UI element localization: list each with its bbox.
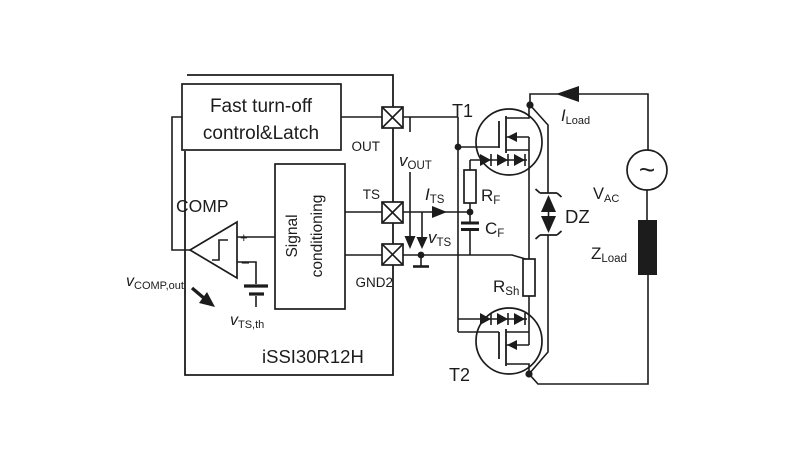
junction-t2-drain	[525, 370, 533, 378]
signal-conditioning-line1: Signal	[284, 214, 301, 257]
bottom-return-wire	[528, 275, 649, 385]
vts-th-label: vTS,th	[230, 312, 264, 331]
vcomp-annotation-arrow-head	[199, 292, 215, 307]
fast-turnoff-line1: Fast turn-off	[210, 96, 313, 117]
junction-t1-drain	[526, 101, 534, 109]
dz-branch-bottom	[528, 235, 549, 375]
rf-resistor	[463, 169, 477, 204]
fast-turnoff-line2: control&Latch	[203, 123, 319, 144]
comparator-triangle	[188, 220, 238, 280]
fast-turnoff-block	[181, 83, 342, 151]
rsh-resistor	[522, 258, 536, 297]
vcomp-annotation-arrow-shaft	[190, 286, 207, 301]
vout-arrow-head	[404, 236, 416, 249]
chip-name-label: iSSI30R12H	[262, 346, 364, 367]
hysteresis-icon	[212, 239, 228, 261]
pad-ts-label: TS	[363, 187, 380, 202]
signal-conditioning-block	[274, 163, 346, 310]
junction-ts-node	[466, 208, 474, 216]
t1-label: T1	[452, 101, 473, 121]
iload-arrow-head	[556, 86, 579, 102]
its-label: ITS	[425, 185, 445, 206]
vts-label: vTS	[428, 228, 452, 249]
junction-gnd2	[417, 251, 425, 259]
cf-label: CF	[485, 219, 504, 240]
vout-label: vOUT	[399, 151, 432, 172]
vac-sine-symbol: ~	[639, 154, 655, 185]
pad-out-label: OUT	[352, 139, 381, 154]
t1-mosfet-body	[475, 108, 543, 176]
t2-mosfet-symbol	[458, 313, 530, 374]
pad-gnd2	[381, 243, 404, 266]
comparator-minus-wire	[237, 261, 257, 284]
vac-label: VAC	[593, 185, 619, 205]
zload-impedance	[638, 220, 657, 275]
chip-outline	[184, 74, 394, 376]
junction-gate	[454, 143, 462, 151]
pad-gnd2-label: GND2	[355, 275, 393, 290]
t2-label: T2	[449, 365, 470, 385]
comparator-minus: −	[241, 255, 250, 272]
t1-mosfet-symbol	[470, 105, 530, 259]
comparator-label: COMP	[176, 196, 229, 216]
vts-arrow-head	[416, 237, 428, 249]
cf-capacitor	[461, 221, 479, 231]
dz-label: DZ	[565, 206, 590, 227]
comparator-feedback-wire	[171, 116, 190, 251]
pad-ts	[381, 201, 404, 224]
vcomp-out-label: vCOMP,out	[126, 273, 184, 292]
pad-out	[381, 106, 404, 129]
rf-label: RF	[481, 186, 500, 207]
signal-conditioning-line2: conditioning	[309, 195, 326, 278]
its-arrow-head	[432, 206, 447, 218]
dz-branch-top	[529, 104, 549, 193]
zload-label: ZLoad	[591, 244, 627, 265]
iload-label: ILoad	[561, 107, 590, 127]
top-ac-wire	[529, 93, 649, 150]
dz-tvs-diodes	[534, 188, 563, 240]
rsh-label: RSh	[493, 277, 519, 298]
